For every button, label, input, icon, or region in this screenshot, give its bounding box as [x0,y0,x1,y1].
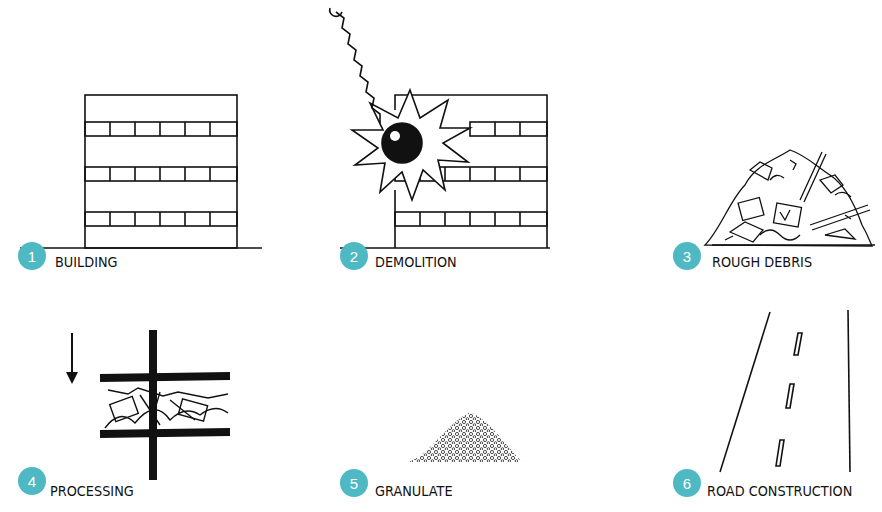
step-label: ROAD CONSTRUCTION [707,483,852,499]
building-drawing [20,95,262,248]
step-label: ROUGH DEBRIS [712,254,812,270]
step-label: GRANULATE [375,483,453,499]
step-node: 2 DEMOLITION [340,242,464,270]
step-label: DEMOLITION [375,254,457,270]
press-drawing [66,330,230,480]
debris-drawing [705,150,875,246]
step-number: 1 [18,242,46,270]
step-number: 6 [673,469,701,497]
step-node: 5GRANULATE [340,469,459,497]
step-label: PROCESSING [50,483,134,499]
step-node: 3 ROUGH DEBRIS [673,242,821,270]
granulate-drawing [408,412,522,462]
step-number: 3 [673,242,701,270]
step-number: 2 [340,242,368,270]
step-label: BUILDING [55,254,118,270]
step-number: 5 [340,469,368,497]
step-node: 6ROAD CONSTRUCTION [673,469,865,497]
road-drawing [720,310,850,472]
step-node: 4PROCESSING [18,467,141,495]
step-number: 4 [18,467,46,495]
demolition-drawing [330,8,550,248]
step-node: 1 BUILDING [18,242,123,270]
